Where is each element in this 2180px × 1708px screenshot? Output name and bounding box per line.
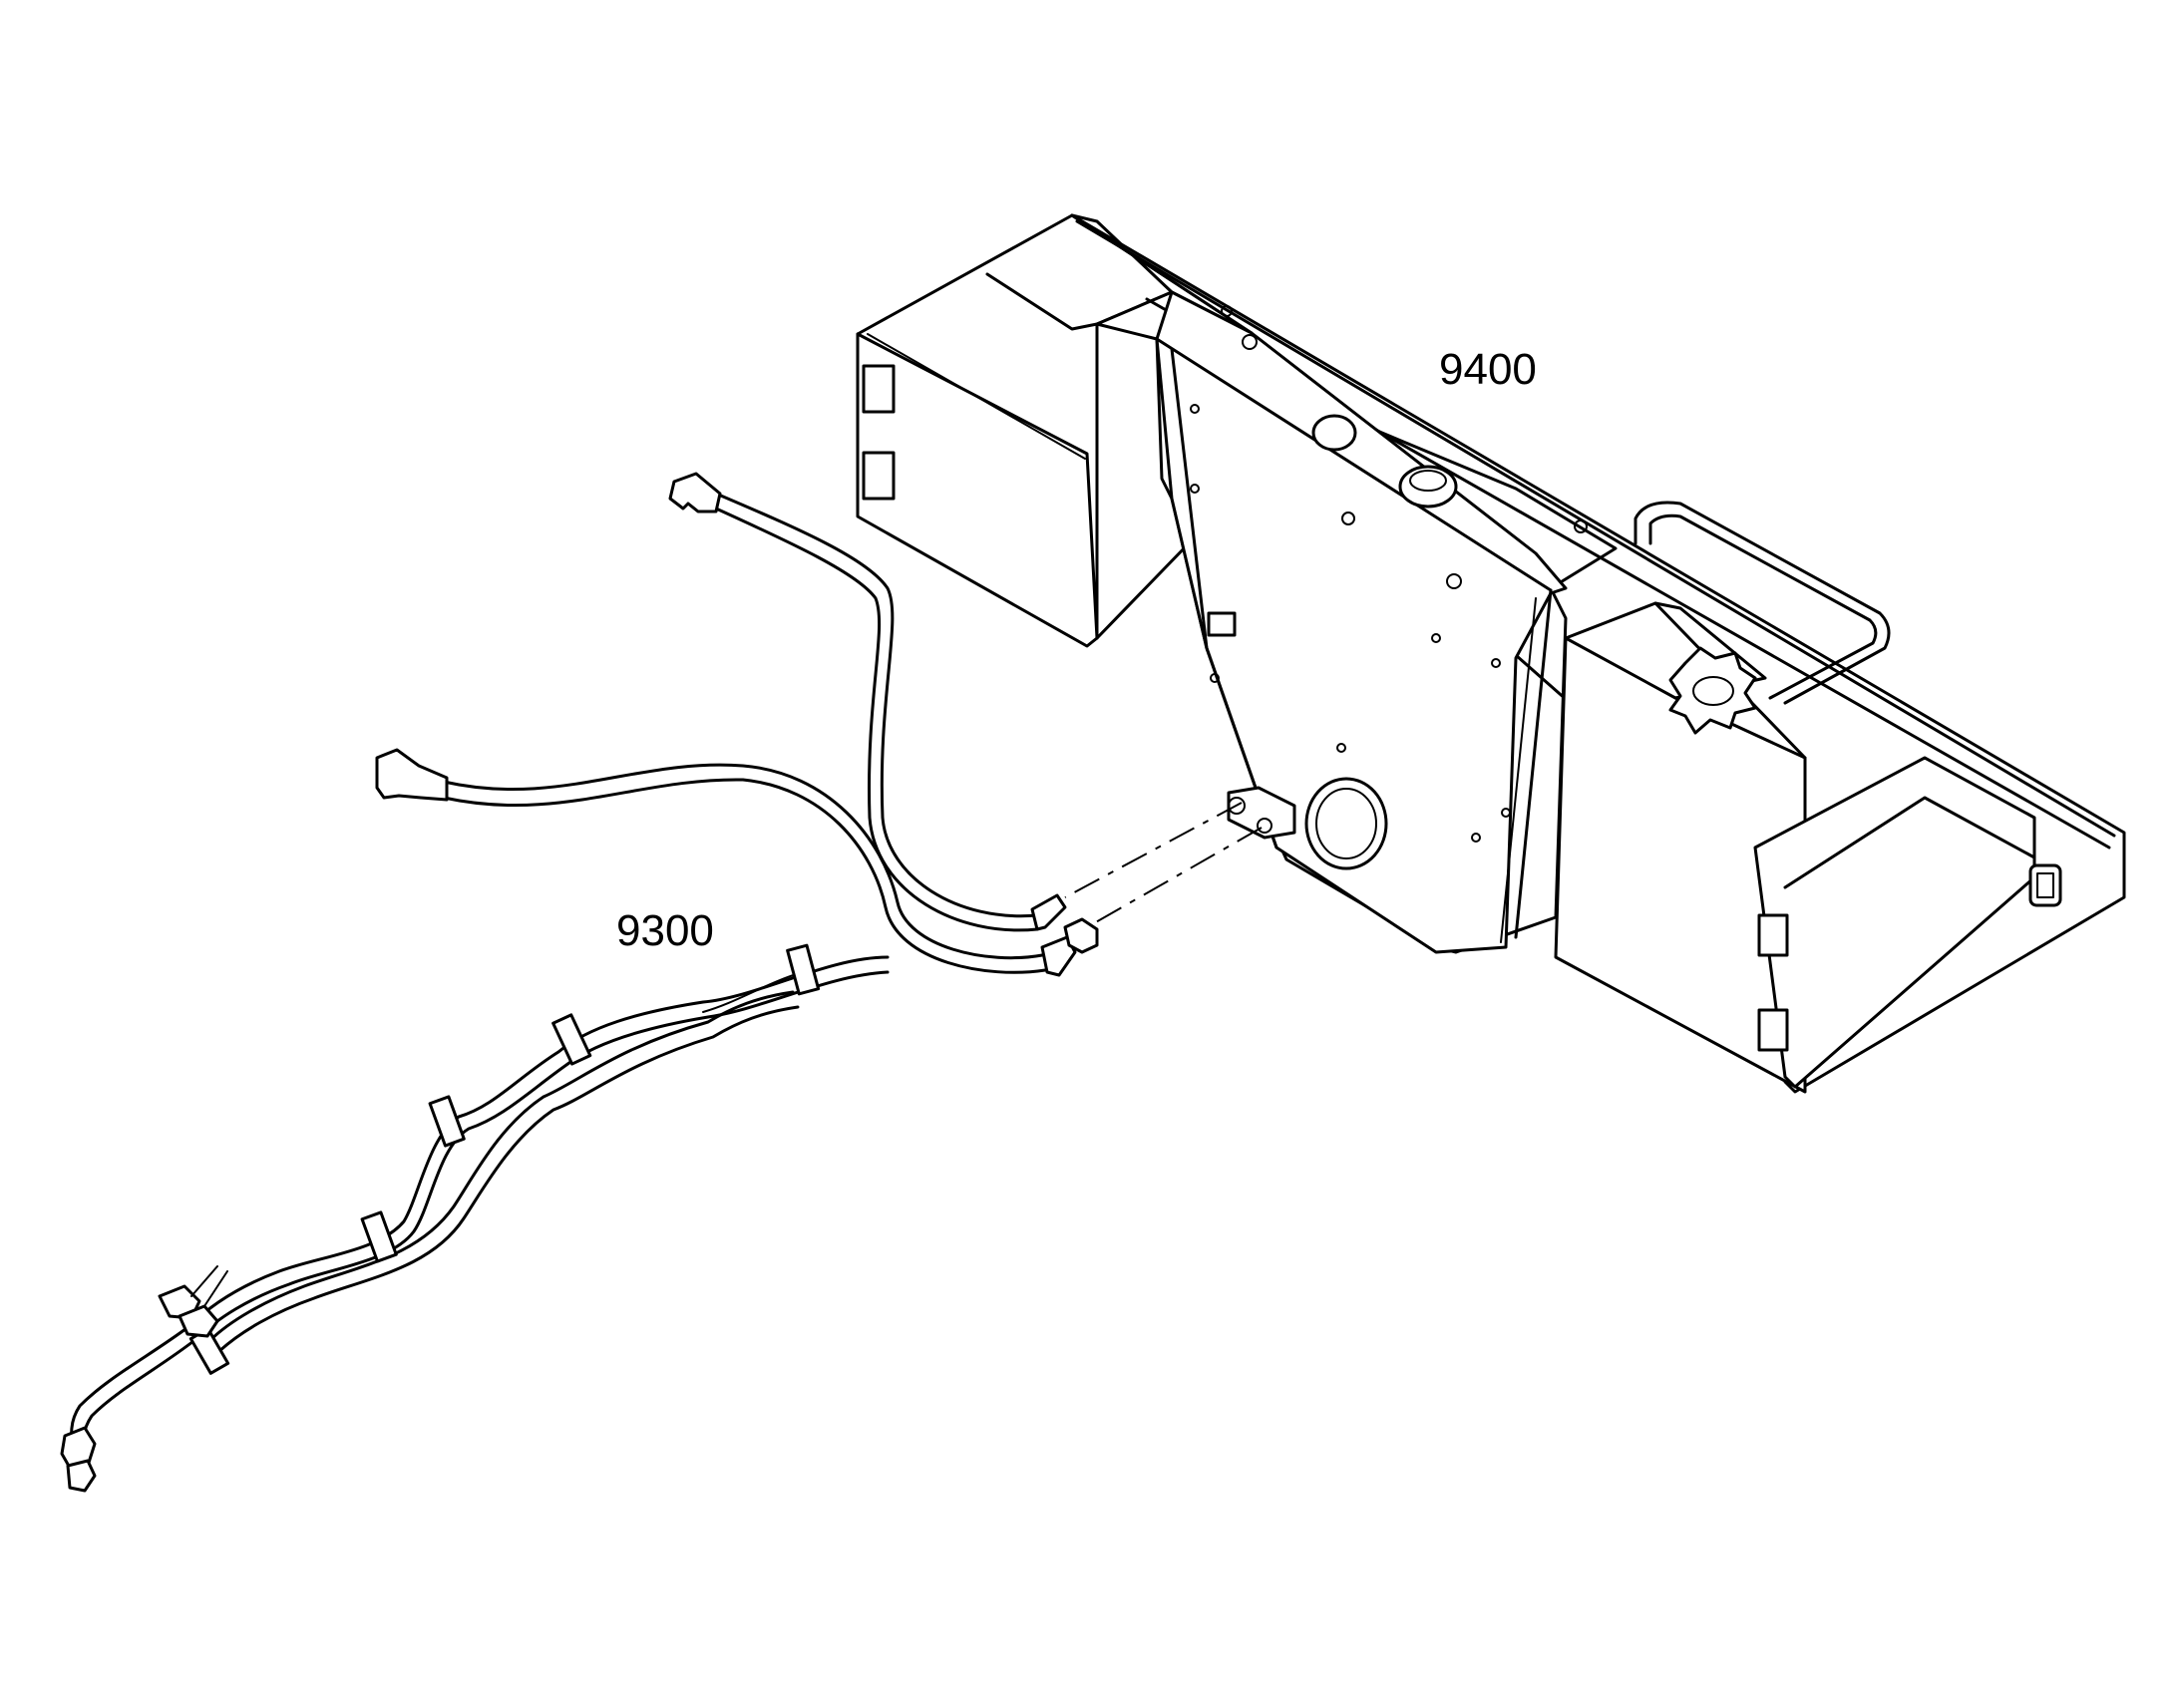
hinge-tab-right-upper — [1757, 913, 1789, 957]
assembly-centerlines — [1064, 802, 1263, 928]
middle-hose-end-fitting-icon — [375, 748, 449, 802]
tank-handle — [1634, 501, 1891, 705]
vent-cap-icon — [1311, 414, 1357, 452]
swivel-fitting-icon — [1063, 917, 1099, 954]
bundled-hoses — [60, 943, 890, 1493]
hose-clamp-icon — [360, 1210, 398, 1263]
right-tank-box — [1554, 601, 2062, 1094]
center-panel — [1155, 290, 1588, 954]
middle-hose — [375, 748, 1099, 977]
tank-assembly — [856, 213, 2126, 1094]
fill-cap-icon — [1398, 465, 1458, 509]
hinge-tab-lower — [862, 451, 896, 501]
hinge-tab-upper — [862, 364, 896, 414]
hose-clamp-icon — [786, 943, 821, 996]
hose-clamp-icon — [551, 1013, 592, 1066]
callout-hose-assembly: 9300 — [616, 906, 714, 955]
upper-hose-end-fitting-icon — [668, 472, 722, 513]
sight-gauge-icon — [1207, 611, 1237, 637]
callout-tank-assembly: 9400 — [1439, 345, 1537, 394]
upper-hose-ferrule-icon — [1030, 893, 1067, 931]
lower-end-fitting-icon — [66, 1459, 97, 1493]
access-cover-icon — [1304, 777, 1388, 870]
middle-hose-ferrule-icon — [1040, 935, 1077, 977]
hinge-tab-right-lower — [1757, 1008, 1789, 1052]
lower-fitting-icon — [178, 1304, 219, 1338]
filler-knob-icon — [1668, 646, 1757, 735]
upper-hose — [668, 472, 1067, 932]
latch-icon — [2028, 863, 2062, 907]
hose-clamp-icon — [428, 1095, 466, 1148]
hose-assembly — [60, 472, 1099, 1493]
port-fitting-icon — [1227, 786, 1296, 840]
